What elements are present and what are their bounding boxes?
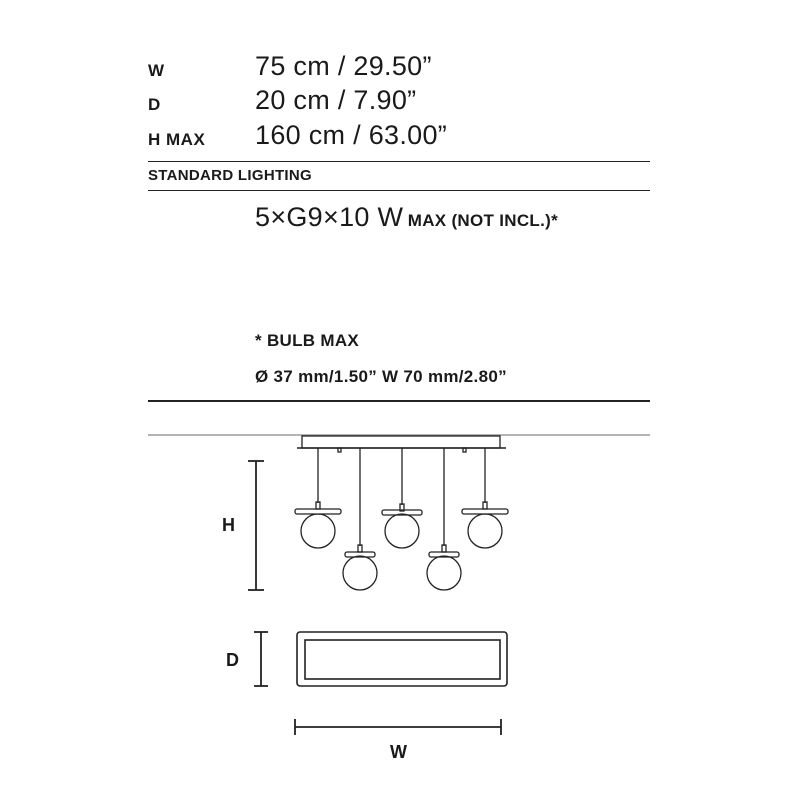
divider-thick — [148, 400, 650, 402]
top-view-outer — [296, 631, 508, 687]
canopy-screw — [337, 447, 342, 453]
pendant — [426, 448, 462, 591]
pendant — [342, 448, 378, 591]
canopy-screw — [462, 447, 467, 453]
spec-value-width: 75 cm / 29.50” — [255, 51, 432, 81]
pendant — [294, 448, 342, 549]
divider — [148, 161, 650, 162]
pendant — [461, 448, 509, 549]
divider — [148, 190, 650, 191]
lighting-value-suffix: MAX (NOT INCL.)* — [407, 211, 558, 230]
lighting-value: 5×G9×10 W MAX (NOT INCL.)* — [255, 202, 558, 233]
height-dimension — [248, 460, 264, 591]
lighting-value-main: 5×G9×10 W — [255, 202, 404, 232]
height-label: H — [222, 515, 236, 535]
top-view-inner — [304, 639, 501, 680]
width-label: W — [390, 742, 408, 762]
width-dimension — [294, 719, 502, 735]
depth-label: D — [226, 650, 240, 670]
spec-value-depth: 20 cm / 7.90” — [255, 85, 417, 115]
spec-label-depth: D — [148, 95, 161, 114]
spec-label-height: H MAX — [148, 130, 206, 149]
pendant — [381, 448, 423, 549]
spec-label-width: W — [148, 61, 165, 80]
depth-dimension — [254, 631, 268, 687]
bulb-dims: Ø 37 mm/1.50” W 70 mm/2.80” — [255, 367, 507, 386]
lighting-heading: STANDARD LIGHTING — [148, 167, 312, 184]
canopy — [301, 435, 501, 449]
bulb-title: * BULB MAX — [255, 331, 360, 350]
spec-value-height: 160 cm / 63.00” — [255, 120, 448, 150]
